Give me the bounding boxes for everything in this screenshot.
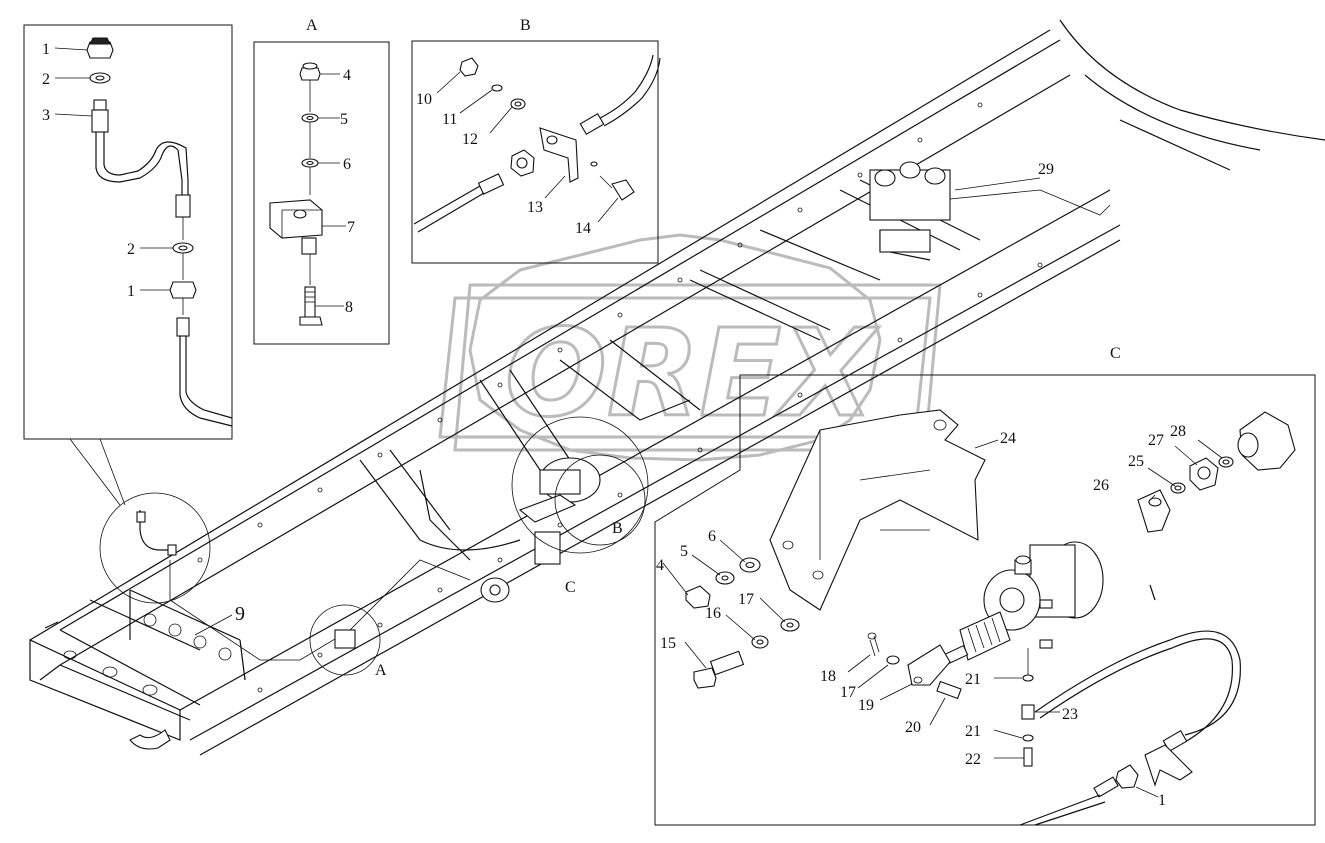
c-label-15: 15 — [660, 635, 676, 652]
left-label-1a: 1 — [42, 41, 50, 58]
inset-left: 1 2 3 2 1 — [23, 24, 233, 506]
c-label-20: 20 — [905, 719, 921, 736]
b-label-13: 13 — [527, 199, 543, 216]
a-label-5: 5 — [340, 111, 348, 128]
c-label-27: 27 — [1148, 432, 1164, 449]
title-a: A — [306, 17, 318, 34]
inset-c: C — [654, 345, 1316, 826]
c-label-21a: 21 — [965, 671, 981, 688]
inset-b: B 10 11 12 13 14 — [411, 17, 661, 264]
left-label-2a: 2 — [42, 71, 50, 88]
callout-b: B — [612, 520, 623, 537]
a-label-4: 4 — [343, 67, 351, 84]
title-b: B — [520, 17, 531, 34]
c-label-23: 23 — [1062, 706, 1078, 723]
c-label-6: 6 — [708, 528, 716, 545]
c-label-17a: 17 — [738, 591, 754, 608]
c-label-21b: 21 — [965, 723, 981, 740]
callout-circles: A C B — [99, 416, 649, 679]
callout-circle-left-detail — [136, 510, 177, 556]
inset-a: A 4 5 6 7 8 — [253, 17, 390, 345]
c-label-18: 18 — [820, 668, 836, 685]
c-label-25: 25 — [1128, 453, 1144, 470]
c-label-24: 24 — [1000, 430, 1016, 447]
left-label-3: 3 — [42, 107, 50, 124]
callout-c: C — [565, 579, 576, 596]
chassis-frame: 29 9 — [29, 19, 1325, 756]
a-label-6: 6 — [343, 156, 351, 173]
c-label-17b: 17 — [840, 684, 856, 701]
c-label-22: 22 — [965, 751, 981, 768]
a-label-8: 8 — [345, 299, 353, 316]
b-label-12: 12 — [462, 131, 478, 148]
b-label-11: 11 — [442, 111, 457, 128]
frame-label-9: 9 — [235, 603, 245, 625]
callout-a: A — [375, 662, 387, 679]
c-label-4: 4 — [656, 557, 664, 574]
c-label-26: 26 — [1093, 477, 1109, 494]
b-label-10: 10 — [416, 91, 432, 108]
left-label-2b: 2 — [127, 241, 135, 258]
b-label-14: 14 — [575, 220, 591, 237]
c-label-28: 28 — [1170, 423, 1186, 440]
c-label-16: 16 — [705, 605, 721, 622]
frame-label-29: 29 — [1038, 161, 1054, 178]
c-label-19: 19 — [858, 697, 874, 714]
title-c: C — [1110, 345, 1121, 362]
c-label-1: 1 — [1158, 792, 1166, 809]
left-label-1b: 1 — [127, 283, 135, 300]
c-label-5: 5 — [680, 543, 688, 560]
a-label-7: 7 — [347, 219, 355, 236]
